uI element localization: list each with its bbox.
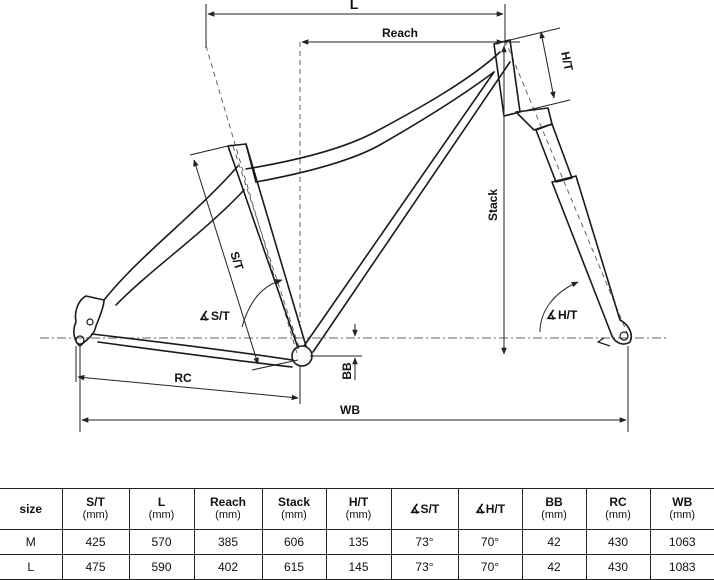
label-l: L — [350, 0, 359, 12]
header-size: size — [0, 488, 63, 530]
seat-stay — [103, 165, 239, 301]
table-cell: M — [0, 529, 63, 555]
table-cell: 70° — [457, 554, 523, 580]
header-reach: Reach(mm) — [193, 488, 263, 530]
table-row: M 425 570 385 606 135 73° 70° 42 430 106… — [0, 529, 714, 555]
header-l: L(mm) — [128, 488, 195, 530]
label-st-angle-text: S/T — [211, 309, 230, 323]
table-cell: 42 — [521, 554, 587, 580]
table-cell: 430 — [585, 529, 651, 555]
table-cell: 430 — [585, 554, 651, 580]
label-reach: Reach — [382, 26, 418, 40]
top-tube — [245, 51, 501, 170]
header-ht-angle: ∡H/T — [457, 488, 523, 530]
fork-lower — [551, 175, 633, 345]
table-cell: 145 — [325, 554, 392, 580]
label-stack: Stack — [486, 189, 500, 221]
table-cell: 475 — [61, 554, 130, 580]
header-st: S/T(mm) — [61, 488, 130, 530]
table-cell: 1063 — [649, 529, 714, 555]
fork-stanchion — [535, 123, 573, 183]
label-ht-angle: ∡ H/T — [546, 308, 578, 322]
angle-icon: ∡ — [199, 309, 210, 323]
table-cell: 425 — [61, 529, 130, 555]
header-rc: RC(mm) — [585, 488, 651, 530]
table-cell: 615 — [261, 554, 327, 580]
label-st-angle: ∡ S/T — [199, 309, 230, 323]
table-cell: 42 — [521, 529, 587, 555]
geometry-table: size S/T(mm) L(mm) Reach(mm) Stack(mm) H… — [0, 488, 714, 580]
bike-geometry-diagram: L Reach H/T Stack S/T ∡ S/T ∡ H/T BB RC … — [40, 0, 668, 432]
label-bb: BB — [340, 362, 354, 380]
table-cell: 73° — [390, 529, 459, 555]
table-cell: 1083 — [649, 554, 714, 580]
table-cell: 606 — [261, 529, 327, 555]
table-row: L 475 590 402 615 145 73° 70° 42 430 108… — [0, 554, 714, 580]
table-cell: 385 — [193, 529, 263, 555]
label-st-length: S/T — [227, 250, 246, 273]
table-cell: 590 — [128, 554, 195, 580]
label-ht-angle-text: H/T — [558, 308, 578, 322]
header-st-angle: ∡S/T — [390, 488, 459, 530]
dimension-lines — [75, 4, 629, 432]
bottom-bracket — [291, 345, 313, 367]
table-cell: 402 — [193, 554, 263, 580]
header-bb: BB(mm) — [521, 488, 587, 530]
label-wb: WB — [340, 403, 360, 417]
table-cell: 135 — [325, 529, 392, 555]
header-ht: H/T(mm) — [325, 488, 392, 530]
table-cell: 70° — [457, 529, 523, 555]
rear-dropout — [73, 295, 105, 347]
table-cell: 73° — [390, 554, 459, 580]
angle-icon: ∡ — [546, 308, 557, 322]
head-tube — [493, 39, 521, 117]
header-stack: Stack(mm) — [261, 488, 327, 530]
table-cell: 570 — [128, 529, 195, 555]
table-cell: L — [0, 554, 63, 580]
label-rc: RC — [174, 371, 192, 385]
down-tube — [303, 71, 495, 347]
label-ht-length: H/T — [558, 50, 576, 72]
header-wb: WB(mm) — [649, 488, 714, 530]
table-header-row: size S/T(mm) L(mm) Reach(mm) Stack(mm) H… — [0, 488, 714, 530]
